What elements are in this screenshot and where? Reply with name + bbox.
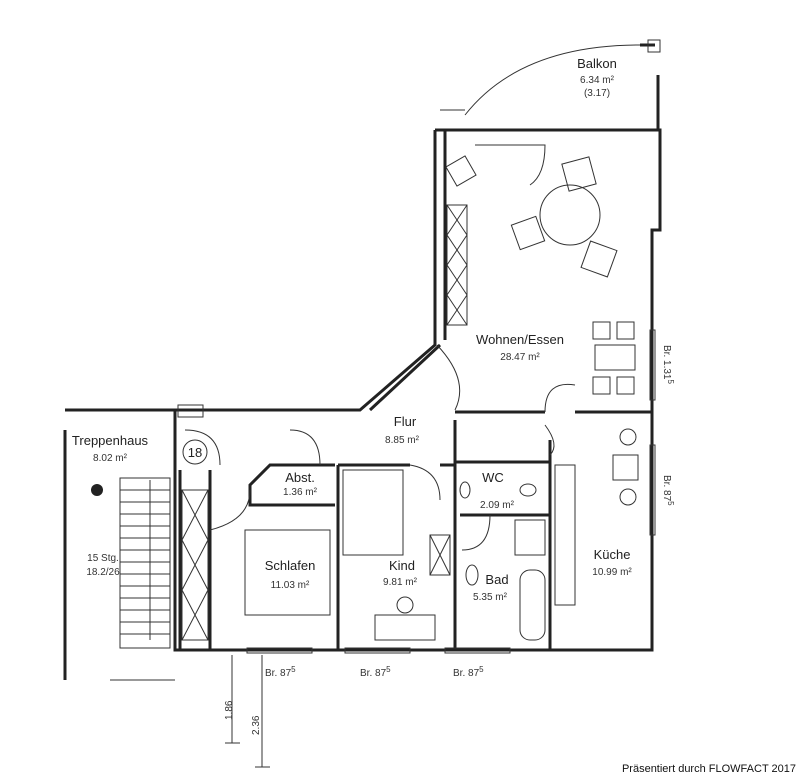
windows	[246, 329, 656, 654]
room-balkon-note: (3.17)	[584, 88, 610, 99]
window-dim-bottom: Br. 875	[360, 665, 391, 679]
room-kind-area: 9.81 m²	[383, 577, 418, 588]
stairs-count: 15 Stg.	[87, 553, 119, 564]
room-bad-area: 5.35 m²	[473, 592, 508, 603]
balcony-outline	[440, 39, 661, 130]
room-abst-area: 1.36 m²	[283, 487, 318, 498]
room-kind-name: Kind	[389, 558, 415, 573]
shaft-built-in	[181, 204, 468, 641]
room-bad-name: Bad	[485, 572, 508, 587]
window-dim-right-lower: Br. 875	[661, 475, 675, 506]
unit-number: 18	[188, 445, 202, 460]
room-schlafen-area: 11.03 m²	[271, 580, 310, 591]
footer-credit: Präsentiert durch FLOWFACT 2017	[621, 763, 796, 775]
interior-walls	[178, 410, 652, 650]
room-abst-name: Abst.	[285, 470, 315, 485]
room-wohnen-name: Wohnen/Essen	[476, 332, 564, 347]
room-wohnen-area: 28.47 m²	[500, 352, 540, 363]
height-dimensions: 1.86 2.36	[224, 655, 270, 768]
door-swings	[184, 144, 576, 551]
room-balkon-name: Balkon	[577, 56, 617, 71]
room-wc-name: WC	[482, 470, 504, 485]
room-kueche-name: Küche	[594, 547, 631, 562]
svg-text:Br. 875: Br. 875	[661, 475, 675, 506]
room-wc-area: 2.09 m²	[480, 500, 515, 511]
exterior-walls	[63, 128, 662, 681]
staircase	[91, 477, 171, 649]
room-flur-name: Flur	[394, 414, 417, 429]
room-kueche-area: 10.99 m²	[592, 567, 632, 578]
window-dim-bottom: Br. 875	[265, 665, 296, 679]
window-dim-right-upper: Br. 1.315	[661, 345, 675, 384]
room-balkon-area: 6.34 m²	[580, 75, 615, 86]
unit-number-badge: 18	[182, 439, 208, 465]
pipe-symbol-icon	[91, 484, 103, 496]
furniture	[244, 155, 639, 641]
room-treppenhaus-name: Treppenhaus	[72, 433, 149, 448]
svg-text:Br. 1.315: Br. 1.315	[661, 345, 675, 384]
stairs-ratio: 18.2/26	[86, 567, 120, 578]
room-schlafen-name: Schlafen	[265, 558, 316, 573]
window-dim-bottom: Br. 875	[453, 665, 484, 679]
room-treppenhaus-area: 8.02 m²	[93, 453, 128, 464]
height-dim-2: 2.36	[251, 715, 262, 735]
room-flur-area: 8.85 m²	[385, 435, 420, 446]
height-dim-1: 1.86	[224, 700, 235, 720]
